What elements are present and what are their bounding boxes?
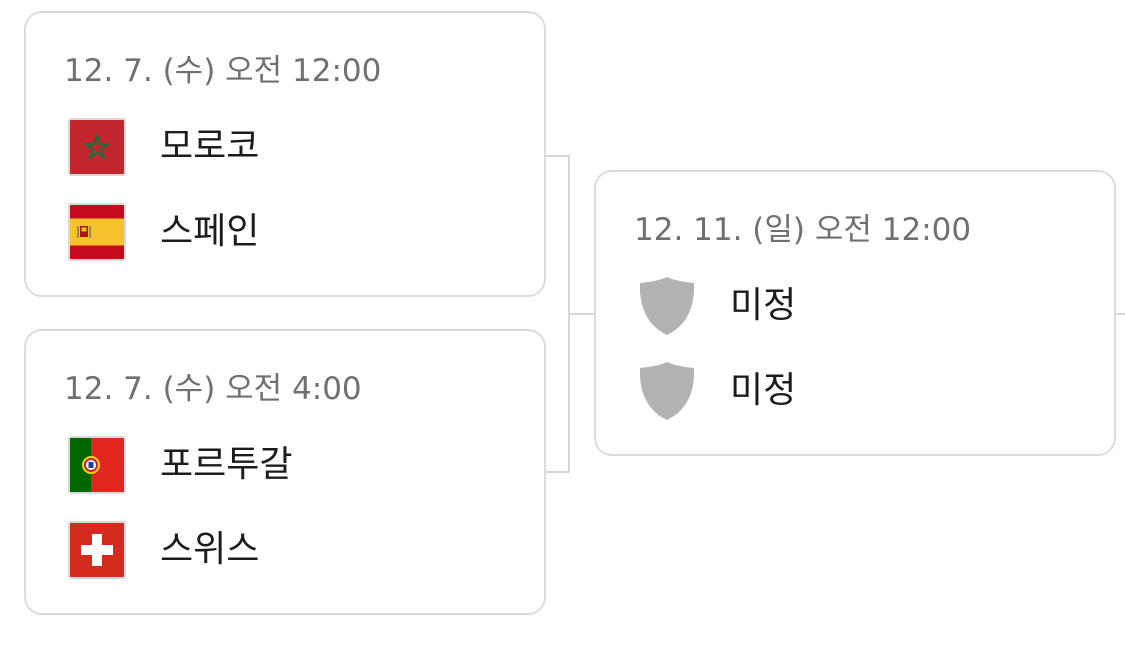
portugal-flag-icon (68, 436, 126, 494)
match-card-portugal-switzerland[interactable]: 12. 7. (수) 오전 4:00 포르투갈 스위스 (24, 329, 546, 615)
bracket-connector-middle (568, 313, 594, 315)
placeholder-shield-icon (638, 275, 696, 337)
placeholder-shield-icon (638, 360, 696, 422)
team-row-switzerland[interactable]: 스위스 (68, 519, 259, 581)
team-row-undecided[interactable]: 미정 (638, 360, 796, 422)
match-time: 12. 7. (수) 오전 12:00 (64, 53, 382, 89)
team-row-portugal[interactable]: 포르투갈 (68, 434, 292, 496)
team-name: 미정 (730, 370, 797, 411)
match-time: 12. 7. (수) 오전 4:00 (64, 371, 362, 407)
match-card-morocco-spain[interactable]: 12. 7. (수) 오전 12:00 모로코 스페인 (24, 11, 546, 297)
team-name: 모로코 (160, 126, 260, 167)
team-name: 포르투갈 (160, 444, 293, 485)
match-card-next-round[interactable]: 12. 11. (일) 오전 12:00 미정 미정 (594, 170, 1116, 456)
team-name: 스페인 (160, 211, 260, 252)
bracket-connector-bottom (546, 471, 570, 473)
team-name: 미정 (730, 285, 797, 326)
team-row-morocco[interactable]: 모로코 (68, 116, 259, 178)
bracket-connector-top (546, 155, 570, 157)
spain-flag-icon (68, 203, 126, 261)
match-time: 12. 11. (일) 오전 12:00 (634, 212, 972, 248)
team-row-spain[interactable]: 스페인 (68, 201, 259, 263)
switzerland-flag-icon (68, 521, 126, 579)
team-row-undecided[interactable]: 미정 (638, 275, 796, 337)
team-name: 스위스 (160, 529, 260, 570)
morocco-flag-icon (68, 118, 126, 176)
bracket-connector-next (1116, 313, 1125, 315)
